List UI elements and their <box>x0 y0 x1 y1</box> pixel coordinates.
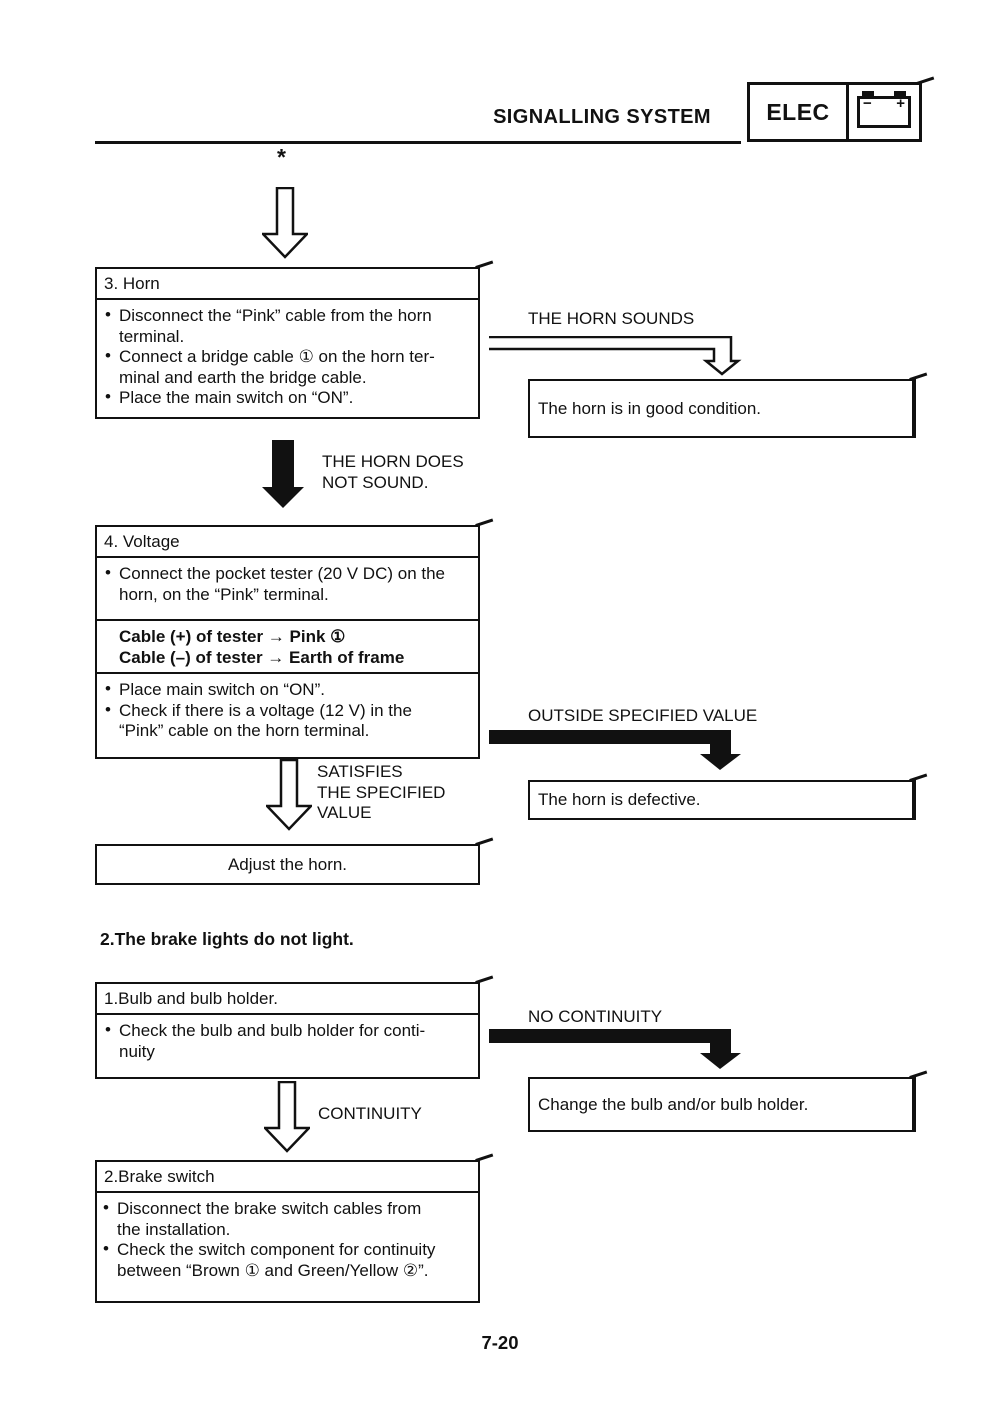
battery-minus-sign: − <box>863 95 872 112</box>
header-rule <box>95 141 741 144</box>
change-bulb-box: Change the bulb and/or bulb holder. <box>528 1077 916 1132</box>
voltage-step-bullet: Connect the pocket tester (20 V DC) on t… <box>103 563 470 605</box>
chapter-tab-label: ELEC <box>750 85 849 139</box>
page-title: SIGNALLING SYSTEM <box>493 106 711 128</box>
down-arrow-outline-icon <box>264 1081 310 1153</box>
bulb-step-box: 1.Bulb and bulb holder. Check the bulb a… <box>95 982 480 1079</box>
horn-step-bullet: Place the main switch on “ON”. <box>103 387 470 409</box>
continuity-label: CONTINUITY <box>318 1104 422 1123</box>
voltage-step-box: 4. Voltage Connect the pocket tester (20… <box>95 525 480 759</box>
no-continuity-label: NO CONTINUITY <box>528 1007 663 1026</box>
brake-switch-step-box: 2.Brake switch Disconnect the brake swit… <box>95 1160 480 1303</box>
asterisk-marker: * <box>277 144 286 170</box>
elbow-arrow-solid-icon <box>489 730 741 770</box>
horn-step-box: 3. Horn Disconnect the “Pink” cable from… <box>95 267 480 419</box>
brake-switch-bullet: Disconnect the brake switch cables from … <box>101 1198 470 1240</box>
page-number: 7-20 <box>481 1332 519 1353</box>
horn-step-header: 3. Horn <box>97 269 478 300</box>
battery-plus-sign: + <box>896 95 905 112</box>
battery-icon: − + <box>849 85 919 139</box>
down-arrow-outline-icon <box>266 759 312 831</box>
tester-cable-plus-line: Cable (+) of tester → Pink ① <box>119 627 346 646</box>
horn-step-bullet: Disconnect the “Pink” cable from the hor… <box>103 305 470 347</box>
voltage-step-header: 4. Voltage <box>97 527 478 558</box>
horn-defective-box: The horn is defective. <box>528 780 916 820</box>
bulb-step-header: 1.Bulb and bulb holder. <box>97 984 478 1015</box>
down-arrow-solid-icon <box>262 440 304 508</box>
down-arrow-outline-icon <box>262 187 308 259</box>
battery-terminal-right <box>894 91 906 99</box>
adjust-horn-text: Adjust the horn. <box>227 854 348 874</box>
brake-switch-header: 2.Brake switch <box>97 1162 478 1193</box>
elbow-arrow-solid-icon <box>489 1029 741 1069</box>
outside-specified-value-label: OUTSIDE SPECIFIED VALUE <box>528 706 758 725</box>
satisfies-value-label: SATISFIES THE SPECIFIED VALUE <box>317 762 446 822</box>
horn-good-condition-box: The horn is in good condition. <box>528 379 916 438</box>
voltage-step-bullet: Check if there is a voltage (12 V) in th… <box>103 700 470 742</box>
battery-terminal-left <box>862 91 874 99</box>
horn-sounds-label: THE HORN SOUNDS <box>528 309 695 328</box>
horn-defective-text: The horn is defective. <box>538 790 701 809</box>
bulb-step-bullet: Check the bulb and bulb holder for conti… <box>103 1020 470 1062</box>
horn-good-condition-text: The horn is in good condition. <box>538 398 762 418</box>
chapter-tab: ELEC − + <box>747 82 922 142</box>
adjust-horn-box: Adjust the horn. <box>95 844 480 885</box>
horn-step-bullet: Connect a bridge cable ① on the horn ter… <box>103 346 470 388</box>
brake-section-heading: 2.The brake lights do not light. <box>100 929 354 949</box>
voltage-step-bullet: Place main switch on “ON”. <box>103 679 470 701</box>
change-bulb-text: Change the bulb and/or bulb holder. <box>538 1094 809 1114</box>
elbow-arrow-outline-icon <box>489 336 742 376</box>
brake-switch-bullet: Check the switch component for continuit… <box>101 1239 470 1281</box>
tester-cable-minus-line: Cable (–) of tester → Earth of frame <box>119 648 405 667</box>
horn-not-sound-label: THE HORN DOES NOT SOUND. <box>322 452 464 492</box>
